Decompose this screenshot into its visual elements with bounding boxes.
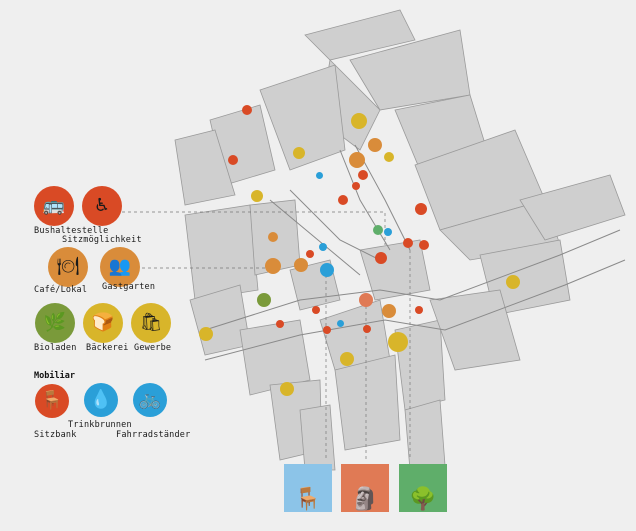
map-pin-fountain[interactable] [384,228,392,236]
map-pin-seating[interactable] [242,105,252,115]
bakery-legend-icon: 🍞 [83,303,123,343]
fountain-label: Trinkbrunnen [68,420,132,430]
map-pin-garden[interactable] [349,152,365,168]
bus-stop-legend-icon: 🚌 [34,186,74,226]
map-pin-bakery[interactable] [388,332,408,352]
garden-legend-icon: 👥 [100,247,140,287]
shopping-bag-icon: 🛍 [139,312,163,333]
map-pin-trade[interactable] [340,352,354,366]
map-pin-seating[interactable] [419,240,429,250]
bench-scene-icon: 🪑 [294,487,322,512]
map-pin-bench[interactable] [359,293,373,307]
bicycle-icon: 🚲 [138,389,162,410]
leaf-icon: 🌿 [43,312,67,333]
map-pin-trade[interactable] [506,275,520,289]
water-drop-icon: 💧 [89,389,113,410]
map-pin-seating[interactable] [352,182,360,190]
map-pin-seating[interactable] [358,170,368,180]
organic-label: Bioladen [34,343,77,353]
bike-label: Fahrradständer [116,430,191,440]
map-pin-seating[interactable] [415,203,427,215]
map-pin-cafe[interactable] [268,232,278,242]
cafe-legend-icon: 🍽 [48,247,88,287]
map-pin-bus[interactable] [375,252,387,264]
map-pin-seating[interactable] [228,155,238,165]
plate-cutlery-icon: 🍽 [56,256,80,277]
map-pin-organic[interactable] [373,225,383,235]
photo-tile-monument[interactable]: 🗿 [341,464,389,512]
map-pin-trade[interactable] [351,113,367,129]
map-pin-trade[interactable] [293,147,305,159]
seated-person-icon: ♿ [93,195,111,216]
bench-label: Sitzbank [34,430,77,440]
map-pin-trade[interactable] [251,190,263,202]
bakery-label: Bäckerei [86,343,129,353]
photo-tile-tree[interactable]: 🌳 [399,464,447,512]
map-pin-fountain[interactable] [337,320,344,327]
bus-stop-label: Bushaltestelle [34,226,109,236]
map-pin-bike[interactable] [320,263,334,277]
map-pin-cafe[interactable] [368,138,382,152]
map-pin-seating[interactable] [306,250,314,258]
bread-icon: 🍞 [91,312,115,333]
map-pin-seating[interactable] [338,195,348,205]
bench-icon: 🪑 [40,390,64,411]
map-pin-garden[interactable] [382,304,396,318]
map-pin-cafe[interactable] [265,258,281,274]
trade-legend-icon: 🛍 [131,303,171,343]
map-pin-organic[interactable] [257,293,271,307]
fountain-legend-icon: 💧 [84,383,118,417]
map-pin-seating[interactable] [312,306,320,314]
bench-legend-icon: 🪑 [35,384,69,418]
seating-label: Sitzmöglichkeit [62,235,142,245]
garden-label: Gastgarten [102,282,156,292]
seating-legend-icon: ♿ [82,186,122,226]
tree-icon: 🌳 [409,487,437,512]
map-pin-seating[interactable] [276,320,284,328]
organic-legend-icon: 🌿 [35,303,75,343]
map-pin-trade[interactable] [199,327,213,341]
trade-label: Gewerbe [134,343,172,353]
bike-legend-icon: 🚲 [133,383,167,417]
map-pin-seating[interactable] [363,325,371,333]
cafe-label: Café/Lokal [34,285,88,295]
photo-tile-bench[interactable]: 🪑 [284,464,332,512]
map-pin-fountain[interactable] [319,243,327,251]
map-pin-trade[interactable] [280,382,294,396]
table-people-icon: 👥 [108,256,132,277]
map-pin-garden[interactable] [294,258,308,272]
map-pin-seating[interactable] [415,306,423,314]
map-pin-trade[interactable] [384,152,394,162]
map-pin-fountain[interactable] [316,172,323,179]
monument-icon: 🗿 [351,487,379,512]
map-pin-seating[interactable] [323,326,331,334]
bus-icon: 🚌 [42,195,66,216]
furniture-heading: Mobiliar [34,371,75,381]
map-pin-seating[interactable] [403,238,413,248]
